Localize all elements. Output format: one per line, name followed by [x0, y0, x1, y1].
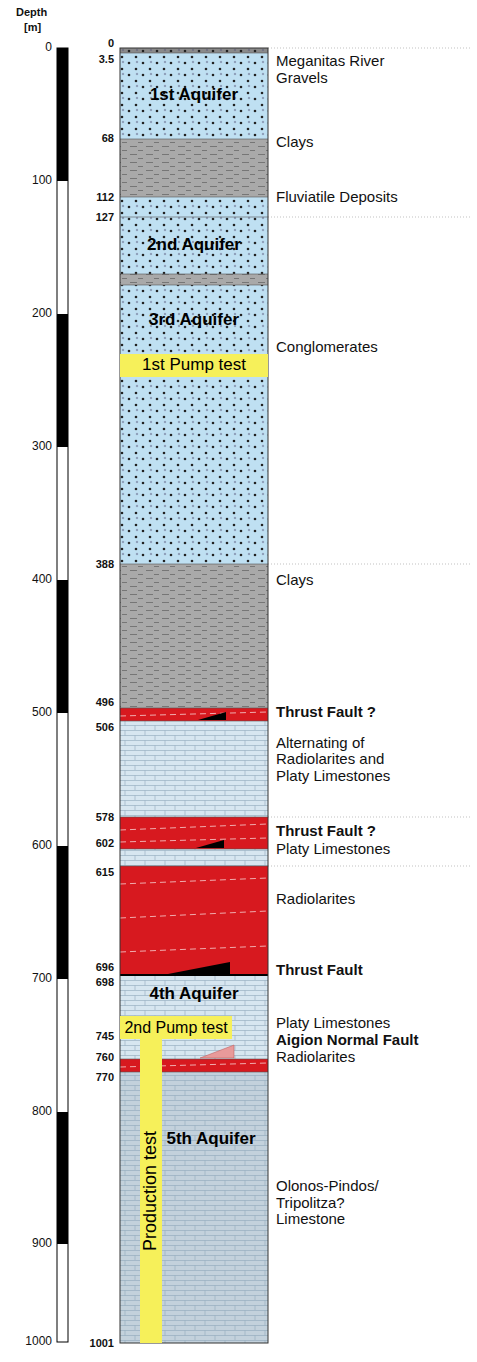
test-label: Production test [141, 1131, 161, 1251]
ruler-depth: 400 [32, 573, 52, 586]
boundary-depth: 1001 [90, 1337, 114, 1349]
ruler-depth: 100 [32, 174, 52, 187]
fault-label: Thrust Fault [276, 961, 471, 978]
boundary-depth: 745 [96, 1030, 114, 1042]
unit-label: Clays [276, 134, 471, 151]
fault-label: Thrust Fault ? [276, 703, 471, 720]
unit-label: Alternating of Radiolarites and Platy Li… [276, 735, 416, 785]
ruler-depth: 800 [32, 1105, 52, 1118]
boundary-depth: 770 [96, 1071, 114, 1083]
unit-label: Clays [276, 572, 471, 589]
aquifer-label: 5th Aquifer [166, 1128, 256, 1149]
boundary-depth: 3.5 [99, 53, 114, 65]
unit-label: Meganitas River Gravels [276, 53, 426, 86]
aquifer-band: 2nd Aquifer [120, 217, 268, 274]
ruler-depth: 1000 [25, 1335, 52, 1348]
unit-label: Platy Limestones [276, 1015, 471, 1032]
unit-label: Radiolarites [276, 1049, 471, 1066]
aquifer-label: 1st Aquifer [150, 86, 238, 105]
boundary-depth: 388 [96, 558, 114, 570]
test-interval-box: 2nd Pump test [120, 1016, 232, 1039]
boundary-depth: 127 [96, 211, 114, 223]
boundary-depth: 615 [96, 866, 114, 878]
unit-label: Radiolarites [276, 891, 471, 908]
boundary-depth: 112 [96, 191, 114, 203]
ruler-depth: 0 [45, 41, 52, 54]
test-interval-box: 1st Pump test [120, 354, 268, 377]
ruler-depth: 600 [32, 839, 52, 852]
boundary-depth: 0 [108, 37, 114, 49]
aquifer-label: 4th Aquifer [120, 985, 268, 1004]
fault-label: Thrust Fault ? [276, 823, 471, 840]
boundary-depth: 760 [96, 1051, 114, 1063]
unit-label: Platy Limestones [276, 840, 471, 857]
ruler-depth: 500 [32, 706, 52, 719]
test-interval-box: Production test [140, 1039, 162, 1343]
aquifer-band: 1st Aquifer [120, 53, 268, 139]
aquifer-label: 3rd Aquifer [120, 311, 268, 330]
boundary-depth: 506 [96, 721, 114, 733]
ruler-depth: 300 [32, 440, 52, 453]
boundary-depth: 68 [102, 132, 114, 144]
boundary-depth: 698 [96, 976, 114, 988]
aquifer-band: 3rd Aquifer 1st Pump test [120, 285, 268, 564]
unit-label: Fluviatile Deposits [276, 189, 471, 206]
ruler-depth: 900 [32, 1237, 52, 1250]
boundary-depth: 602 [96, 837, 114, 849]
axis-title: Depth [16, 6, 47, 18]
aquifer-label: 2nd Aquifer [147, 236, 241, 255]
boundary-depth: 696 [96, 961, 114, 973]
unit-label: Conglomerates [276, 339, 471, 356]
ruler-depth: 200 [32, 307, 52, 320]
test-label: 2nd Pump test [124, 1019, 227, 1037]
boundary-depth: 496 [96, 696, 114, 708]
fault-label: Aigion Normal Fault [276, 1032, 471, 1049]
ruler-depth: 700 [32, 972, 52, 985]
test-label: 1st Pump test [142, 356, 246, 375]
unit-label: Olonos-Pindos/ Tripolitza? Limestone [276, 1178, 391, 1228]
axis-unit: [m] [24, 21, 41, 33]
boundary-depth: 578 [96, 811, 114, 823]
